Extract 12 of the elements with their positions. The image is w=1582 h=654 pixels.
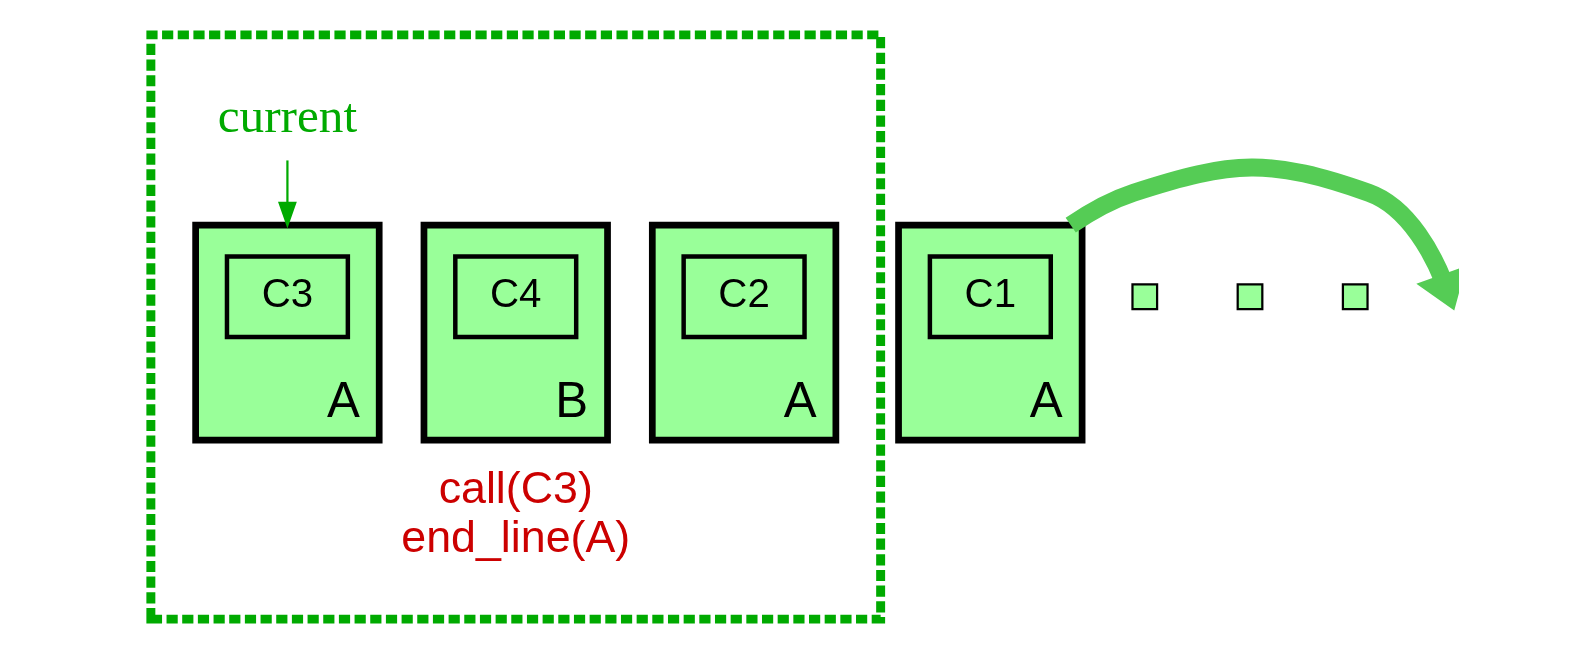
label: call(C3) bbox=[438, 461, 593, 512]
cluster bbox=[145, 30, 885, 624]
node-box: C2 bbox=[680, 254, 807, 340]
arrow bbox=[277, 160, 297, 229]
node-box bbox=[1130, 283, 1158, 311]
node-box bbox=[1341, 283, 1369, 311]
node-box: C1 bbox=[927, 254, 1053, 340]
node-box bbox=[1236, 283, 1263, 311]
node-box: C4 bbox=[452, 254, 578, 340]
node-text: current bbox=[217, 88, 357, 144]
node-box: C3 bbox=[224, 254, 350, 340]
arrow bbox=[1065, 158, 1459, 311]
